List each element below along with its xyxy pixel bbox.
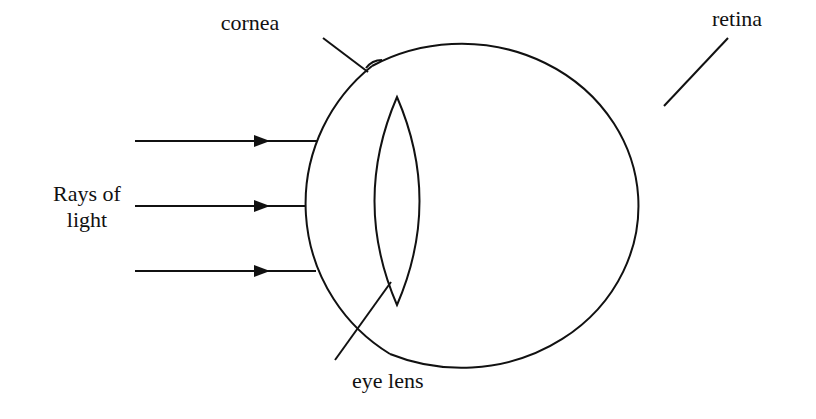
light-ray xyxy=(135,140,318,142)
arrowhead xyxy=(254,135,270,147)
eye-lens-shape xyxy=(375,97,420,305)
part-label: cornea xyxy=(221,10,280,36)
light-ray xyxy=(135,205,305,207)
cornea-outline xyxy=(306,66,390,354)
part-label: retina xyxy=(712,6,762,32)
leader-line xyxy=(323,38,368,72)
arrowhead xyxy=(254,265,270,277)
leader-line xyxy=(335,282,391,360)
light-ray xyxy=(135,270,316,272)
part-label: eye lens xyxy=(352,368,423,394)
arrowhead xyxy=(254,200,270,212)
leader-line xyxy=(664,38,728,106)
part-label: Rays of light xyxy=(37,181,137,233)
cornea-bump xyxy=(366,60,382,68)
eyeball-outline xyxy=(372,44,638,368)
